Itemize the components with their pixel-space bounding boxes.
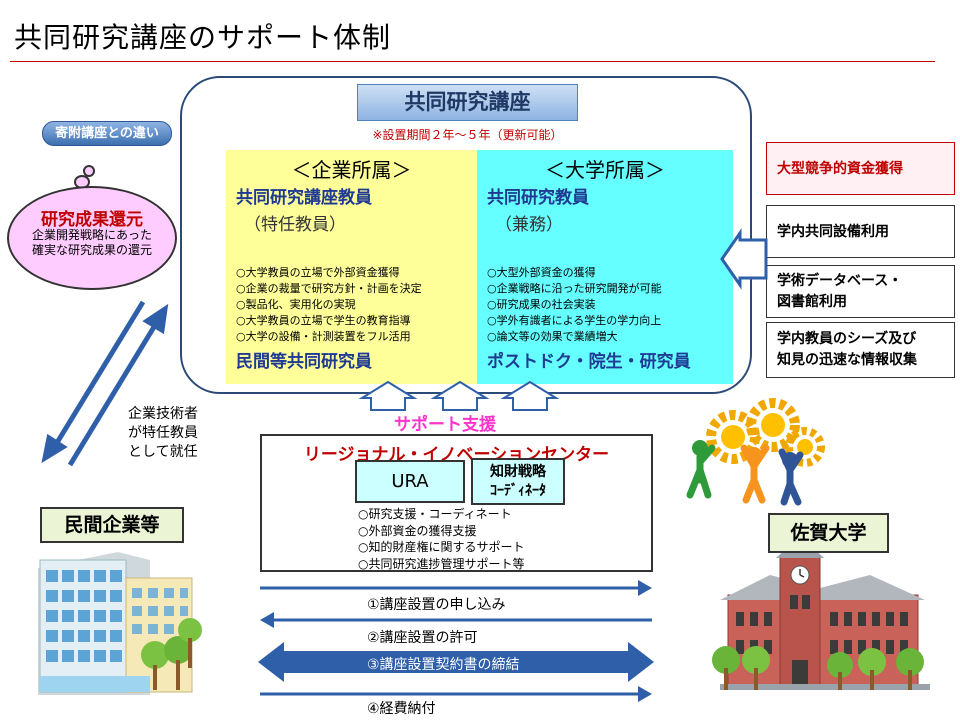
list-item: ○大学の設備・計測装置をフル活用	[236, 330, 411, 343]
university-role-sub: （兼務）	[495, 215, 563, 235]
diagonal-arrow-down	[41, 300, 146, 464]
thought-title: 研究成果還元	[41, 210, 143, 230]
list-item: ○製品化、実用化の実現	[236, 298, 356, 311]
thought-text: 企業開発戦略にあった 確実な研究成果の還元	[17, 228, 167, 258]
innovation-center-box	[260, 434, 653, 572]
step3-double-arrow	[258, 642, 654, 682]
benefit-seeds-line1: 学内教員のシーズ及び	[777, 331, 917, 347]
benefit-funding: 大型競争的資金獲得	[766, 142, 955, 195]
step2-label: ②講座設置の許可	[367, 630, 478, 646]
thought-line-2: 確実な研究成果の還元	[31, 243, 152, 257]
page-title: 共同研究講座のサポート体制	[14, 21, 392, 54]
list-item: ○大学教員の立場で学生の教育指導	[236, 314, 411, 327]
list-item: ○学外有識者による学生の学力向上	[487, 314, 662, 327]
thought-dot-small	[83, 165, 95, 177]
list-item: ○共同研究進捗管理サポート等	[358, 556, 525, 571]
ip-line2: ｺｰﾃﾞｨﾈｰﾀ	[490, 483, 546, 499]
company-affiliation-panel: ＜企業所属＞ 共同研究講座教員 （特任教員） ○大学教員の立場で外部資金獲得 ○…	[226, 150, 477, 384]
engineer-note: 企業技術者 が特任教員 として就任	[128, 405, 198, 462]
university-role: 共同研究教員	[487, 188, 589, 208]
university-label: 佐賀大学	[768, 513, 889, 553]
benefits-inflow-arrow-shape	[720, 228, 768, 290]
list-item: ○企業戦略に沿った研究開発が可能	[487, 282, 662, 295]
diagonal-arrow-up	[67, 303, 169, 467]
company-role: 共同研究講座教員	[236, 188, 372, 208]
thought-line-1: 企業開発戦略にあった	[31, 228, 152, 242]
engineer-note-line1: 企業技術者	[128, 406, 198, 422]
benefit-seeds: 学内教員のシーズ及び 知見の迅速な情報収集	[766, 322, 955, 378]
list-item: ○大型外部資金の獲得	[487, 266, 596, 279]
support-up-arrow-2	[430, 380, 490, 411]
support-service-list: ○研究支援・コーディネート ○外部資金の獲得支援 ○知的財産権に関するサポート …	[358, 506, 524, 572]
benefit-database-line2: 図書館利用	[777, 293, 847, 310]
gears-teamwork-icon	[686, 398, 825, 506]
ura-box: URA	[355, 460, 465, 503]
list-item: ○大学教員の立場で外部資金獲得	[236, 266, 400, 279]
engineer-note-line2: が特任教員	[128, 425, 198, 441]
ip-line1: 知財戦略	[490, 464, 546, 480]
university-footer: ポストドク・院生・研究員	[487, 352, 691, 372]
step4-label: ④経費納付	[367, 701, 436, 717]
joint-lab-header: 共同研究講座	[357, 84, 578, 121]
university-building-icon	[712, 536, 930, 690]
university-heading: ＜大学所属＞	[545, 158, 665, 182]
list-item: ○論文等の効果で業績増大	[487, 330, 618, 343]
benefit-seeds-line2: 知見の迅速な情報収集	[777, 352, 917, 368]
support-label: サポート支援	[394, 415, 496, 435]
company-footer: 民間等共同研究員	[236, 352, 372, 372]
list-item: ○外部資金の獲得支援	[358, 523, 477, 538]
company-heading: ＜企業所属＞	[291, 158, 412, 182]
thought-bubble	[7, 186, 177, 290]
list-item: ○知的財産権に関するサポート	[358, 540, 525, 554]
period-note: ※設置期間２年～５年（更新可能）	[372, 128, 563, 142]
step2-arrow	[260, 612, 652, 628]
company-role-sub: （特任教員）	[244, 215, 346, 235]
step1-label: ①講座設置の申し込み	[367, 597, 506, 613]
list-item: ○企業の裁量で研究方針・計画を決定	[236, 282, 422, 295]
step3-label: ③講座設置契約書の締結	[367, 657, 520, 673]
ip-coordinator-box: 知財戦略 ｺｰﾃﾞｨﾈｰﾀ	[471, 458, 565, 505]
list-item: ○研究成果の社会実装	[487, 298, 596, 311]
benefit-database-line1: 学術データベース・	[777, 272, 903, 289]
benefit-database: 学術データベース・ 図書館利用	[766, 265, 955, 318]
list-item: ○研究支援・コーディネート	[358, 507, 512, 521]
company-benefit-list: ○大学教員の立場で外部資金獲得 ○企業の裁量で研究方針・計画を決定 ○製品化、実…	[236, 265, 467, 345]
title-divider	[10, 61, 935, 62]
company-label: 民間企業等	[40, 507, 184, 543]
benefit-facilities: 学内共同設備利用	[766, 205, 955, 258]
support-up-arrow-3	[500, 380, 560, 411]
support-up-arrow-1	[358, 380, 418, 411]
university-benefit-list: ○大型外部資金の獲得 ○企業戦略に沿った研究開発が可能 ○研究成果の社会実装 ○…	[487, 265, 723, 345]
university-affiliation-panel: ＜大学所属＞ 共同研究教員 （兼務） ○大型外部資金の獲得 ○企業戦略に沿った研…	[477, 150, 733, 384]
step1-arrow	[260, 580, 652, 596]
engineer-note-line3: として就任	[128, 444, 198, 460]
office-building-icon	[38, 552, 202, 695]
step4-arrow	[260, 686, 652, 702]
difference-label: 寄附講座との違い	[42, 121, 172, 146]
